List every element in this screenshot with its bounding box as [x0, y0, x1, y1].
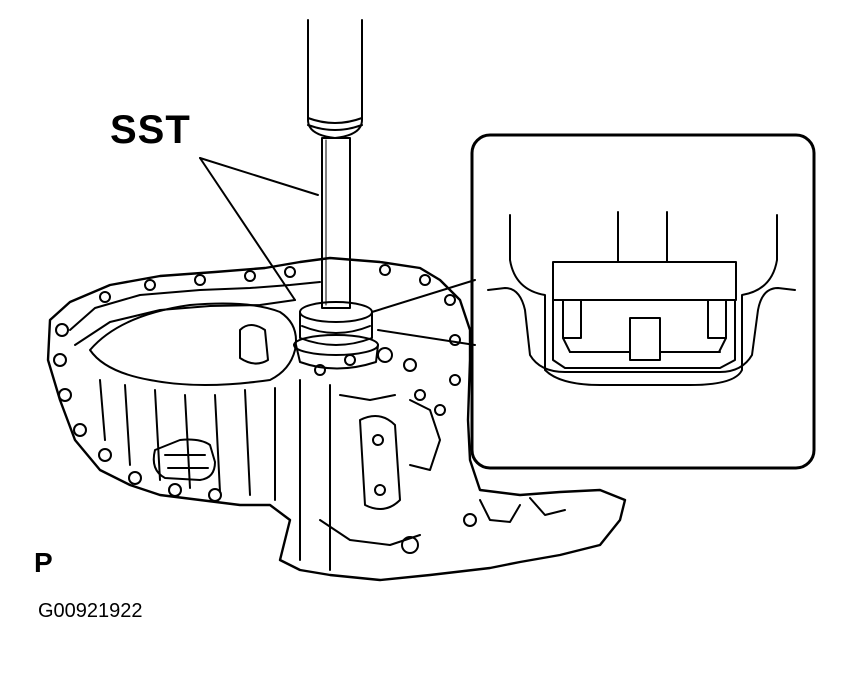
transaxle-case [48, 258, 625, 580]
sst-leader-lines [200, 158, 318, 300]
view-marker-label: P [34, 547, 53, 578]
inset-detail-view [472, 135, 814, 468]
figure-id-label: G00921922 [38, 600, 143, 622]
sst-label: SST [110, 108, 191, 152]
sst-tool [294, 20, 378, 369]
inset-pointer-lines [372, 280, 475, 345]
